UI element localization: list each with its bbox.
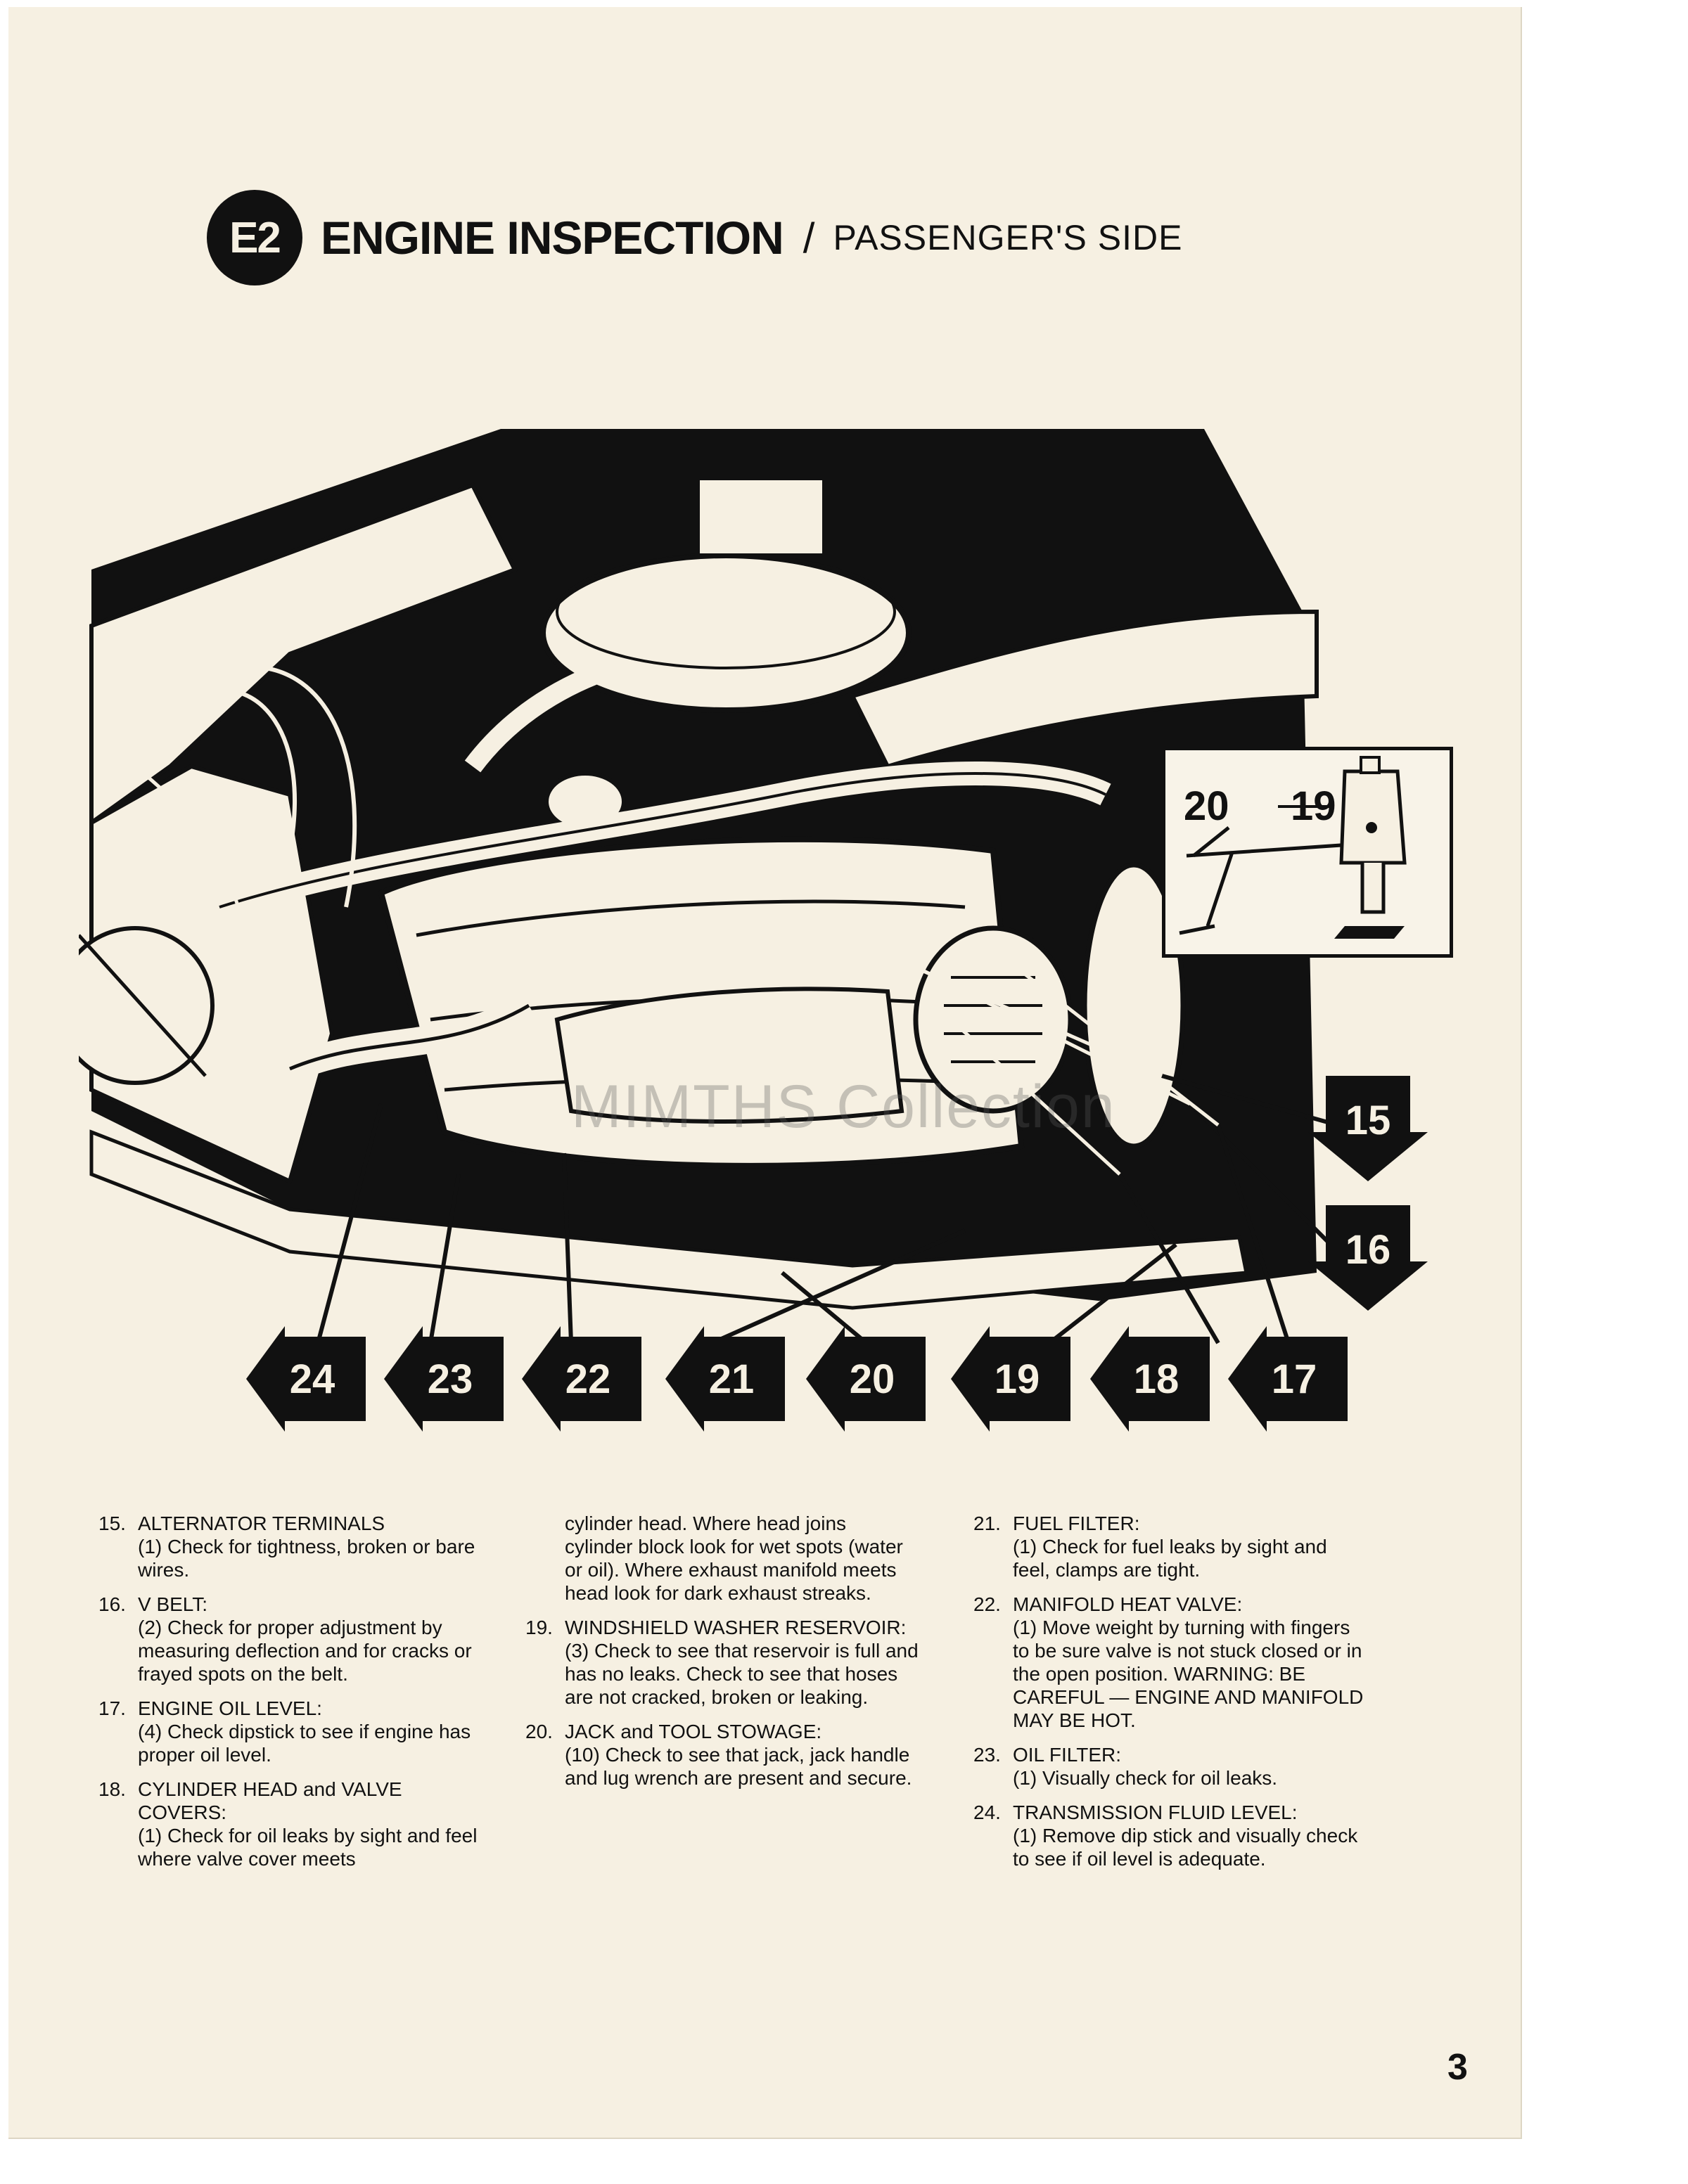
instruction-body: (1) Visually check for oil leaks. xyxy=(1013,1767,1278,1789)
instruction-title: OIL FILTER: xyxy=(1013,1744,1122,1766)
instruction-22: 22.MANIFOLD HEAT VALVE: (1) Move weight … xyxy=(973,1593,1367,1732)
instruction-24: 24.TRANSMISSION FLUID LEVEL: (1) Remove … xyxy=(973,1801,1367,1870)
instruction-body: (10) Check to see that jack, jack handle… xyxy=(565,1744,912,1789)
instruction-title: FUEL FILTER: xyxy=(1013,1512,1140,1534)
instruction-15: 15.ALTERNATOR TERMINALS (1) Check for ti… xyxy=(98,1512,492,1581)
instructions-column-1: 15.ALTERNATOR TERMINALS (1) Check for ti… xyxy=(98,1512,492,1882)
instruction-18-continued: cylinder head. Where head joins cylinder… xyxy=(565,1512,903,1604)
instruction-body: (1) Check for fuel leaks by sight and fe… xyxy=(1013,1536,1327,1581)
instruction-20: 20.JACK and TOOL STOWAGE: (10) Check to … xyxy=(525,1720,919,1790)
instruction-18: 18.CYLINDER HEAD and VALVE COVERS: (1) C… xyxy=(98,1778,492,1870)
instruction-23: 23.OIL FILTER: (1) Visually check for oi… xyxy=(973,1743,1367,1790)
instruction-body: (1) Check for tightness, broken or bare … xyxy=(138,1536,475,1581)
instruction-title: V BELT: xyxy=(138,1593,208,1615)
callout-19: 19 xyxy=(951,1326,1070,1432)
instruction-21: 21.FUEL FILTER: (1) Check for fuel leaks… xyxy=(973,1512,1367,1581)
instruction-body: (3) Check to see that reservoir is full … xyxy=(565,1640,919,1708)
callout-24: 24 xyxy=(246,1326,366,1432)
page-title: ENGINE INSPECTION xyxy=(321,212,784,264)
callout-16: 16 xyxy=(1308,1205,1428,1311)
callout-15: 15 xyxy=(1308,1076,1428,1181)
instructions-column-3: 21.FUEL FILTER: (1) Check for fuel leaks… xyxy=(973,1512,1367,1882)
inset-label-20: 20 xyxy=(1184,783,1229,829)
watermark: MIMTHS Collection xyxy=(571,1073,1116,1141)
callout-23: 23 xyxy=(384,1326,504,1432)
instruction-17: 17.ENGINE OIL LEVEL: (4) Check dipstick … xyxy=(98,1697,492,1766)
instruction-body: (4) Check dipstick to see if engine has … xyxy=(138,1721,471,1766)
callout-18: 18 xyxy=(1090,1326,1210,1432)
page-subtitle: PASSENGER'S SIDE xyxy=(833,218,1183,257)
instruction-16: 16.V BELT: (2) Check for proper adjustme… xyxy=(98,1593,492,1685)
instruction-title: WINDSHIELD WASHER RESERVOIR: xyxy=(565,1617,907,1638)
instruction-title: MANIFOLD HEAT VALVE: xyxy=(1013,1593,1243,1615)
callout-20: 20 xyxy=(806,1326,926,1432)
inset-label-19: 19 xyxy=(1291,783,1336,829)
callout-22: 22 xyxy=(522,1326,641,1432)
instruction-body: (1) Check for oil leaks by sight and fee… xyxy=(138,1825,478,1870)
callout-21: 21 xyxy=(665,1326,785,1432)
instruction-body: (1) Remove dip stick and visually check … xyxy=(1013,1825,1358,1870)
engine-illustration xyxy=(79,401,1485,1441)
instruction-body: (1) Move weight by turning with fingers … xyxy=(1013,1617,1364,1731)
instruction-title: JACK and TOOL STOWAGE: xyxy=(565,1721,822,1742)
page-number: 3 xyxy=(1447,2047,1468,2088)
instruction-title: CYLINDER HEAD and VALVE COVERS: xyxy=(138,1778,402,1823)
section-badge: E2 xyxy=(207,190,302,285)
instructions-column-2: cylinder head. Where head joins cylinder… xyxy=(525,1512,919,1801)
washer-reservoir-inset: 20 19 xyxy=(1162,747,1453,958)
instruction-title: TRANSMISSION FLUID LEVEL: xyxy=(1013,1801,1298,1823)
instruction-19: 19.WINDSHIELD WASHER RESERVOIR: (3) Chec… xyxy=(525,1617,919,1708)
page-header: E2 ENGINE INSPECTION / PASSENGER'S SIDE xyxy=(207,188,1182,287)
instruction-title: ENGINE OIL LEVEL: xyxy=(138,1697,322,1719)
document-page: E2 ENGINE INSPECTION / PASSENGER'S SIDE xyxy=(8,7,1522,2139)
instruction-body: (2) Check for proper adjustment by measu… xyxy=(138,1617,472,1685)
title-separator: / xyxy=(803,214,815,262)
instruction-title: ALTERNATOR TERMINALS xyxy=(138,1512,385,1534)
callout-17: 17 xyxy=(1228,1326,1348,1432)
